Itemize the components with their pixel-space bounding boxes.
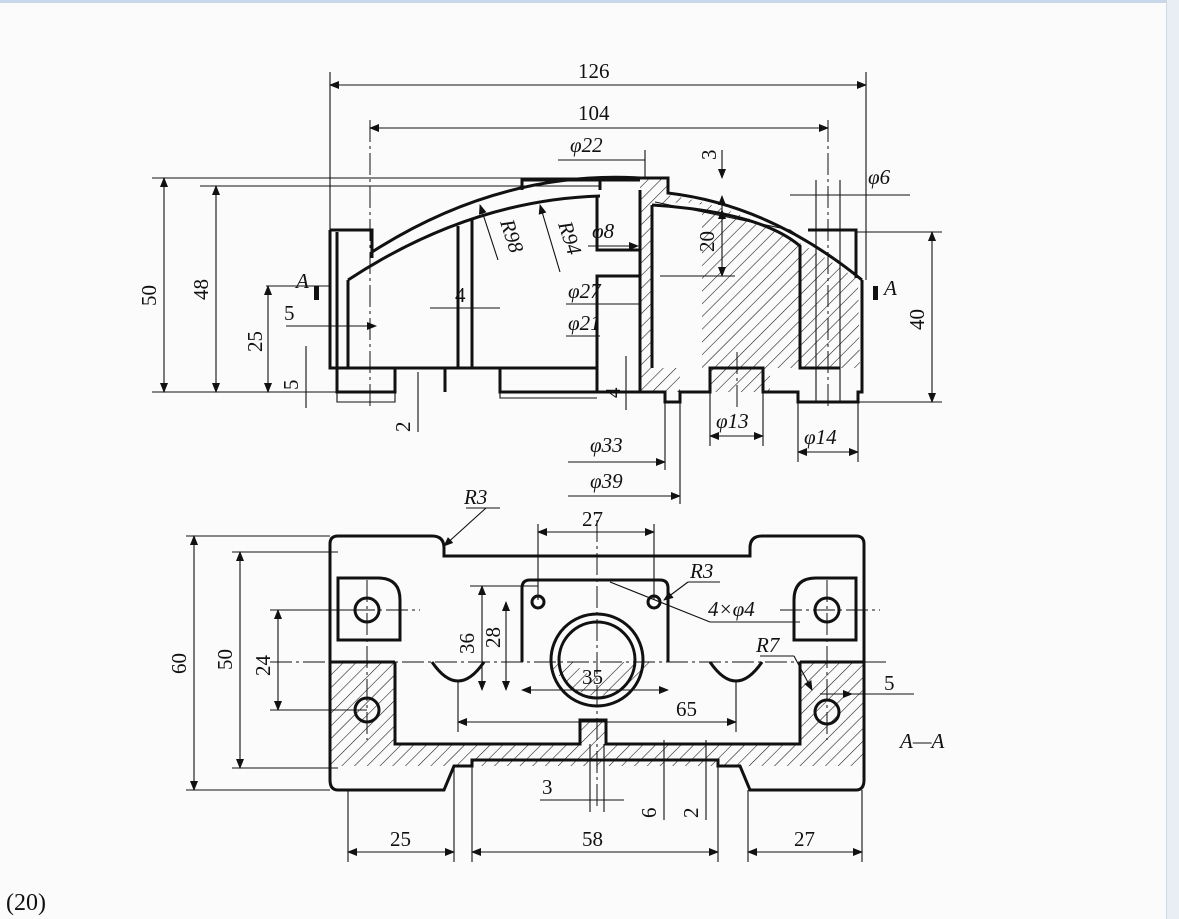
dim-27-top: 27 — [582, 507, 603, 531]
window-right-scrollbar[interactable] — [1166, 0, 1179, 919]
dim-60: 60 — [167, 653, 191, 674]
dim-126: 126 — [578, 59, 610, 83]
dim-50-section: 50 — [213, 649, 237, 670]
dim-27-bottom: 27 — [794, 827, 815, 851]
dim-R3-corner: R3 — [463, 485, 487, 509]
window-top-border — [0, 0, 1179, 3]
dim-50-front: 50 — [137, 285, 161, 306]
dim-35: 35 — [582, 665, 603, 689]
dim-5-section: 5 — [884, 671, 895, 695]
dim-104: 104 — [578, 101, 610, 125]
dim-4-rib: 4 — [455, 283, 466, 307]
dim-R98: R98 — [495, 215, 529, 256]
dim-phi6: φ6 — [868, 165, 891, 189]
dim-5-front-bottom: 5 — [279, 380, 303, 391]
dim-28: 28 — [481, 627, 505, 648]
dim-4-base: 4 — [601, 387, 625, 398]
dim-24: 24 — [251, 655, 275, 677]
dim-2-front: 2 — [391, 422, 415, 433]
section-label: A—A — [898, 729, 945, 753]
dim-phi33: φ33 — [590, 433, 623, 457]
dim-R3-hole: R3 — [689, 559, 713, 583]
dim-phi22: φ22 — [570, 133, 603, 157]
problem-number: (20) — [6, 890, 46, 916]
front-hatch-arch — [640, 178, 860, 392]
dim-3-front: 3 — [697, 150, 721, 161]
dim-R7: R7 — [755, 633, 781, 657]
dim-4xphi4: 4×φ4 — [708, 597, 755, 621]
dim-20: 20 — [695, 231, 719, 252]
section-view: A—A R3 27 R3 4×φ4 R7 5 — [167, 485, 945, 862]
cut-marker-left: A — [294, 269, 309, 293]
section-outline — [328, 534, 866, 792]
dim-5-front-top: 5 — [284, 301, 295, 325]
dim-phi13: φ13 — [716, 409, 749, 433]
dim-phi14: φ14 — [804, 425, 837, 449]
dim-3-section: 3 — [542, 775, 553, 799]
front-view: A A 126 104 φ22 3 φ6 φ8 — [137, 59, 942, 504]
dim-phi27: φ27 — [568, 279, 602, 303]
dim-48-front: 48 — [189, 279, 213, 300]
dim-phi21: φ21 — [568, 311, 601, 335]
dim-25-bottom: 25 — [390, 827, 411, 851]
dim-40-front: 40 — [905, 309, 929, 330]
cut-marker-right: A — [882, 276, 897, 300]
dim-R94: R94 — [553, 217, 587, 258]
dim-58: 58 — [582, 827, 603, 851]
dim-25-front: 25 — [243, 331, 267, 352]
dim-36: 36 — [455, 633, 479, 654]
dim-phi8: φ8 — [592, 219, 615, 243]
dim-2-section: 2 — [679, 808, 703, 819]
dim-6: 6 — [637, 808, 661, 819]
dim-phi39: φ39 — [590, 469, 623, 493]
dim-65: 65 — [676, 697, 697, 721]
